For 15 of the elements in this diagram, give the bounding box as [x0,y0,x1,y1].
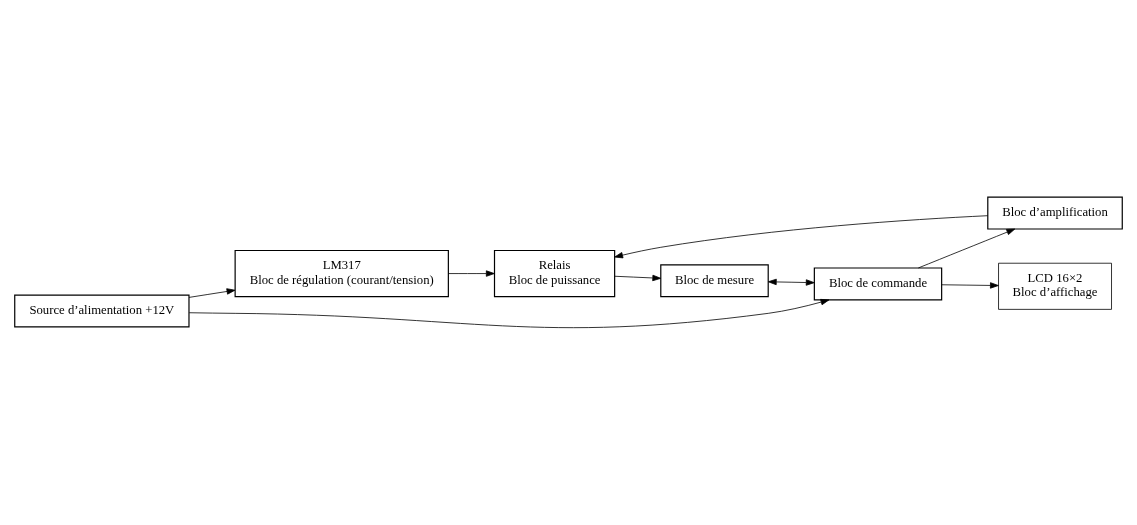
node-box: Bloc de commande [813,267,943,301]
arrow [188,288,236,298]
arrow [188,298,830,329]
arrow [918,228,1016,269]
arrow [614,215,989,259]
node-box: Bloc de mesure [660,264,769,298]
node-box: LCD 16×2 Bloc d’affichage [998,262,1112,310]
arrow [448,270,495,277]
node-box: Bloc d’amplification [987,196,1123,230]
arrow [941,282,999,289]
node-box: LM317 Bloc de régulation (courant/tension) [234,249,449,298]
node-box: Relais Bloc de puissance [493,249,616,298]
arrow [767,278,815,286]
node-box: Source d’alimentation +12V [14,294,190,328]
arrow [614,274,662,282]
